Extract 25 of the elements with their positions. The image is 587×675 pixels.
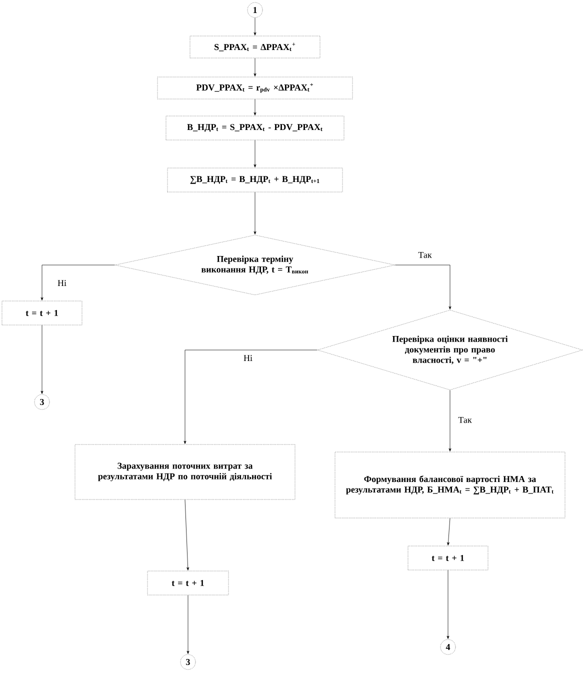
process-box: Формування балансової вартості НМА за результатами НДР, Б_НМА$_{t}$ = ∑В_НДР$_{t}$ + В_ПАТ$_{t}$ <box>334 452 566 518</box>
process-box: t = t + 1 <box>2 300 82 326</box>
arrow <box>446 570 450 639</box>
arrow <box>40 264 115 300</box>
arrow <box>186 595 190 654</box>
process-box: В_НДР$_{t}$ = S_PPAX$_{t}$ - PDV_PPAX$_{t}$ <box>166 116 344 140</box>
process-box: t = t + 1 <box>147 570 229 596</box>
edge-label: Так <box>457 416 473 424</box>
arrow <box>254 99 256 116</box>
arrow <box>254 192 256 234</box>
arrow <box>254 18 256 36</box>
arrow <box>254 140 256 168</box>
arrow <box>184 350 318 444</box>
process-box: Зарахування поточних витрат за результатами НДР по поточній діяльності <box>74 444 296 500</box>
arrow <box>447 518 450 546</box>
arrow <box>184 500 190 570</box>
process-box: t = t + 1 <box>408 546 488 570</box>
edge-label: Так <box>417 251 433 259</box>
process-box: ∑В_НДР$_{t}$ = В_НДР$_{t}$ + В_НДР$_{t+1}$ <box>167 168 343 192</box>
arrow <box>254 58 256 76</box>
edge-label: Ні <box>242 354 254 362</box>
edge-label: Ні <box>56 279 68 287</box>
arrow <box>395 264 452 310</box>
arrow <box>448 390 452 452</box>
arrow <box>40 325 44 394</box>
